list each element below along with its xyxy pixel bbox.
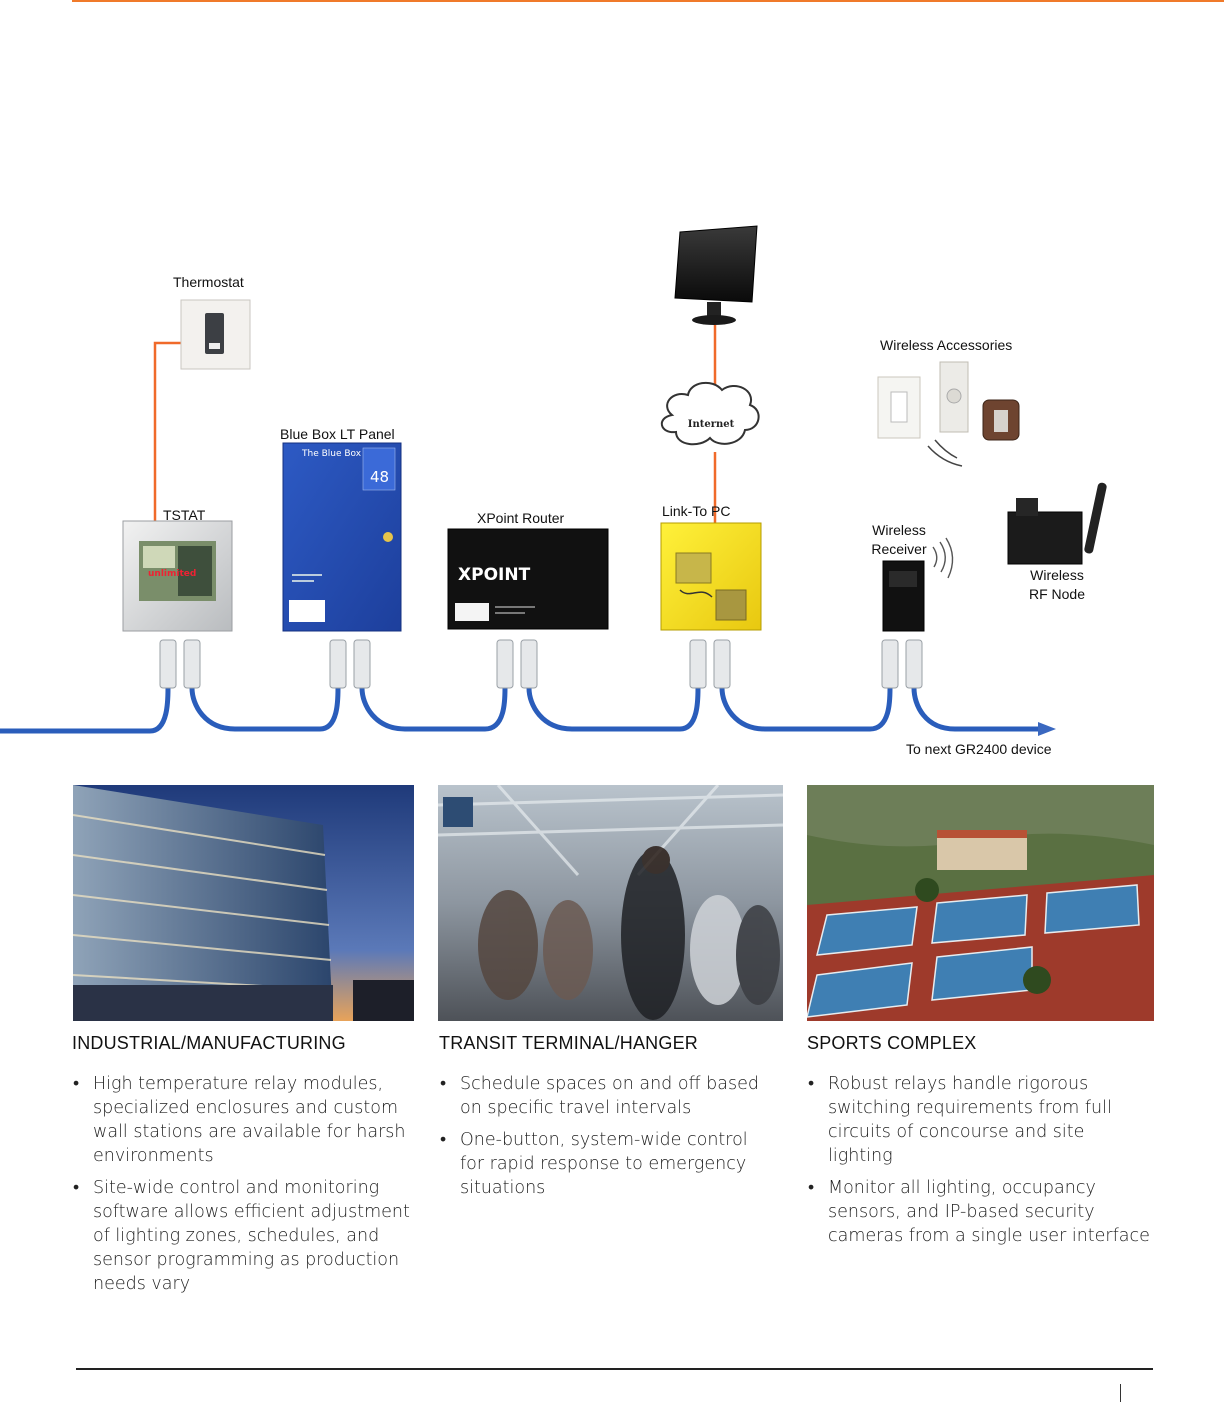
tstat-enclosure: unlimited: [122, 520, 233, 632]
wireless-rf-node: [1007, 482, 1107, 565]
bullet-item: Schedule spaces on and off based on spec…: [439, 1072, 769, 1120]
photo-industrial: [73, 785, 414, 1021]
diagram-graphics: unlimited: [0, 225, 1107, 736]
blue-box-digits: 48: [370, 468, 389, 486]
photo-sports: [807, 785, 1154, 1021]
blue-box-title: The Blue Box: [301, 449, 362, 459]
link-to-pc-enclosure: [660, 522, 762, 631]
column-title-industrial: INDUSTRIAL/MANUFACTURING: [72, 1033, 346, 1053]
label-blue-box: Blue Box LT Panel: [280, 426, 395, 442]
label-thermostat: Thermostat: [173, 274, 244, 290]
label-rf-node-line1: Wireless: [1030, 567, 1084, 583]
office-building-icon: [73, 785, 414, 1021]
bus-cable: [0, 685, 1043, 734]
label-xpoint: XPoint Router: [477, 510, 565, 526]
cloud-label: Internet: [688, 419, 735, 430]
bullet-item: Monitor all lighting, occupancy sensors,…: [807, 1176, 1152, 1248]
label-wireless-accessories: Wireless Accessories: [880, 337, 1013, 353]
bullets-transit: Schedule spaces on and off based on spec…: [439, 1072, 769, 1208]
column-title-transit: TRANSIT TERMINAL/HANGER: [439, 1033, 698, 1053]
photo-transit: [438, 785, 783, 1021]
bus-arrow-head: [1038, 722, 1056, 736]
bottom-rule: [76, 1368, 1153, 1370]
xpoint-brand: XPOINT: [458, 565, 531, 585]
connectors: [159, 639, 923, 689]
bullet-item: Robust relays handle rigorous switching …: [807, 1072, 1152, 1168]
bullet-item: One-button, system-wide control for rapi…: [439, 1128, 769, 1200]
blue-box-panel: [282, 442, 402, 632]
label-link-to-pc: Link-To PC: [662, 503, 731, 519]
bullets-industrial: High temperature relay modules, speciali…: [72, 1072, 412, 1304]
top-rule: [72, 0, 1224, 2]
bullet-item: High temperature relay modules, speciali…: [72, 1072, 412, 1168]
thermostat-link-line: [153, 341, 181, 522]
internet-cloud: [661, 381, 760, 446]
monitor-device: [674, 225, 758, 325]
bullet-item: Site-wide control and monitoring softwar…: [72, 1176, 412, 1296]
label-wireless-receiver: Wireless Receiver: [866, 521, 932, 559]
label-rf-node-line2: RF Node: [1028, 586, 1086, 602]
xpoint-router: [447, 528, 609, 630]
transit-terminal-icon: [438, 785, 783, 1021]
svg-text:unlimited: unlimited: [148, 569, 196, 579]
thermostat-device: [180, 299, 251, 370]
label-wireless-receiver-line2: Receiver: [871, 541, 927, 557]
column-title-sports: SPORTS COMPLEX: [807, 1033, 977, 1053]
page-number-divider: [1120, 1384, 1121, 1402]
label-rf-node: Wireless RF Node: [1024, 566, 1090, 604]
network-diagram: unlimited: [0, 225, 1107, 757]
wireless-accessories: [877, 361, 1020, 467]
label-tstat: TSTAT: [163, 507, 206, 523]
tennis-courts-icon: [807, 785, 1154, 1021]
wireless-receiver: [882, 537, 954, 632]
label-next-device: To next GR2400 device: [906, 741, 1052, 757]
bullets-sports: Robust relays handle rigorous switching …: [807, 1072, 1152, 1256]
label-wireless-receiver-line1: Wireless: [872, 522, 926, 538]
